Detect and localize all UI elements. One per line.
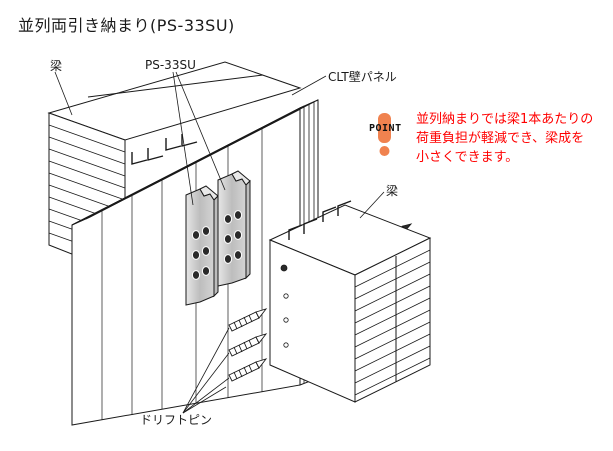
label-drift-pin: ドリフトピン bbox=[140, 413, 213, 427]
hardware-plate-right bbox=[217, 170, 251, 287]
label-beam-right: 梁 bbox=[386, 184, 399, 198]
point-badge-text: POINT bbox=[369, 123, 402, 134]
beam-left-slots bbox=[131, 134, 198, 165]
point-note-line: 小さくできます。 bbox=[416, 150, 519, 165]
label-ps-33su: PS-33SU bbox=[145, 58, 196, 72]
beam-right-pin-holes bbox=[280, 264, 289, 348]
label-beam-left: 梁 bbox=[50, 59, 63, 73]
point-note-line: 並列納まりでは梁1本あたりの bbox=[416, 112, 594, 127]
drift-pin-2 bbox=[228, 333, 268, 357]
beam-right-side-face bbox=[354, 237, 431, 403]
diagram-title: 並列両引き納まり(PS-33SU) bbox=[18, 16, 235, 35]
beam-right-lamination-lines bbox=[354, 249, 431, 396]
drift-pin-1 bbox=[228, 308, 268, 332]
hardware-bolt-holes bbox=[191, 210, 243, 280]
label-clt-panel: CLT壁パネル bbox=[328, 70, 397, 84]
point-exclamation-icon bbox=[378, 113, 391, 156]
beam-right bbox=[268, 200, 432, 403]
hardware-plate-left bbox=[185, 185, 219, 306]
leader-lines bbox=[54, 71, 385, 414]
point-note-line: 荷重負担が軽減でき、梁成を bbox=[416, 131, 585, 146]
point-note: 並列納まりでは梁1本あたりの 荷重負担が軽減でき、梁成を 小さくできます。 bbox=[416, 110, 593, 167]
drift-pin-3 bbox=[228, 358, 268, 382]
ps-33su-hardware bbox=[185, 170, 251, 306]
beam-right-slots bbox=[288, 200, 352, 240]
